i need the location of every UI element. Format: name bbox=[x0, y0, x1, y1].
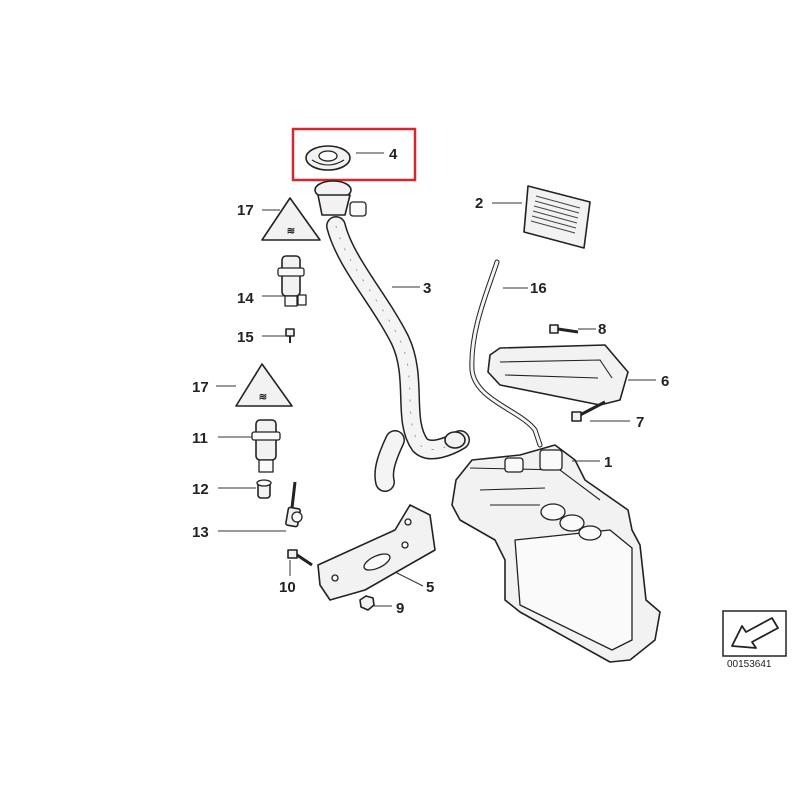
label-4: 4 bbox=[389, 146, 398, 163]
part-1-washer-reservoir[interactable] bbox=[451, 444, 661, 663]
part-17-warning-label-lower[interactable]: ≋ bbox=[235, 363, 293, 407]
highlight-box bbox=[291, 127, 417, 182]
label-12: 12 bbox=[192, 481, 209, 498]
part-16-vent-hose[interactable] bbox=[469, 259, 543, 448]
part-3-filler-pipe[interactable] bbox=[314, 180, 470, 492]
part-4-filler-cap[interactable] bbox=[305, 145, 351, 171]
part-10-bolt[interactable] bbox=[287, 549, 313, 567]
part-2-info-label[interactable] bbox=[523, 185, 591, 249]
part-9-nut[interactable] bbox=[359, 595, 375, 611]
label-17-upper: 17 bbox=[237, 202, 254, 219]
diagram-reference-number: 00153641 bbox=[727, 659, 772, 670]
label-15: 15 bbox=[237, 329, 254, 346]
svg-text:≋: ≋ bbox=[287, 226, 295, 237]
part-7-bolt[interactable] bbox=[571, 400, 606, 422]
part-6-bracket[interactable] bbox=[487, 344, 629, 406]
label-14: 14 bbox=[237, 290, 254, 307]
part-12-grommet[interactable] bbox=[256, 479, 272, 499]
label-10: 10 bbox=[279, 579, 296, 596]
part-14-washer-pump[interactable] bbox=[277, 255, 307, 307]
label-11: 11 bbox=[192, 430, 208, 447]
label-13: 13 bbox=[192, 524, 209, 541]
label-8: 8 bbox=[598, 321, 606, 338]
label-5: 5 bbox=[426, 579, 434, 596]
part-13-level-sensor[interactable] bbox=[285, 481, 303, 528]
label-3: 3 bbox=[423, 280, 431, 297]
orientation-arrow-icon bbox=[722, 610, 787, 657]
part-17-warning-label-upper[interactable]: ≋ bbox=[261, 197, 321, 241]
label-2: 2 bbox=[475, 195, 483, 212]
label-9: 9 bbox=[396, 600, 404, 617]
label-7: 7 bbox=[636, 414, 644, 431]
part-5-mounting-bracket[interactable] bbox=[317, 504, 436, 601]
label-16: 16 bbox=[530, 280, 547, 297]
label-6: 6 bbox=[661, 373, 669, 390]
label-17-lower: 17 bbox=[192, 379, 209, 396]
part-15-fitting[interactable] bbox=[285, 328, 295, 343]
label-1: 1 bbox=[604, 454, 612, 471]
svg-text:≋: ≋ bbox=[259, 392, 267, 403]
part-8-bolt[interactable] bbox=[549, 324, 579, 334]
part-11-washer-pump[interactable] bbox=[251, 419, 281, 473]
